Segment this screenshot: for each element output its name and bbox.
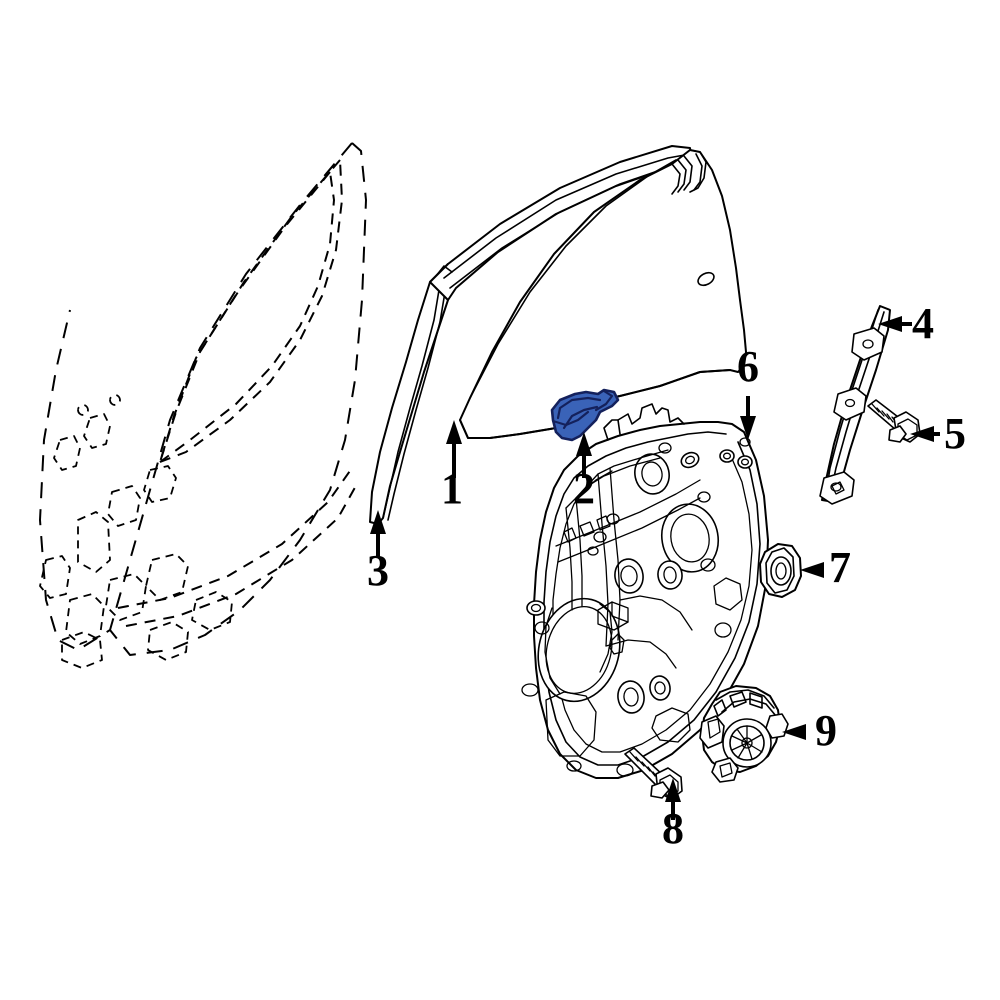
callout-number-5: 5 [944, 409, 966, 458]
callout-number-7: 7 [829, 543, 851, 592]
arrowhead-2 [576, 432, 592, 456]
window-regulator-motor [699, 685, 789, 783]
arrowhead-4 [878, 316, 902, 332]
guide-rail-bolt [867, 399, 921, 443]
arrowhead-8 [665, 778, 681, 802]
callout-number-3: 3 [367, 546, 389, 595]
door-shell-outline [39, 142, 367, 669]
callout-number-2: 2 [573, 464, 595, 513]
callout-number-9: 9 [815, 706, 837, 755]
arrowhead-5 [910, 426, 934, 442]
callout-number-6: 6 [737, 342, 759, 391]
callout-number-8: 8 [662, 804, 684, 853]
arrowhead-9 [782, 724, 806, 740]
callout-leaders [370, 316, 940, 820]
arrowhead-1 [446, 420, 462, 444]
arrowhead-3 [370, 510, 386, 534]
callout-number-group: 1 2 3 4 5 6 7 8 9 [367, 299, 966, 853]
arrowhead-7 [800, 562, 824, 578]
window-regulator-module-panel [521, 403, 769, 779]
arrowhead-6 [740, 416, 756, 440]
rear-glass-guide-rail [819, 305, 891, 505]
service-hole-grommet-plug [759, 543, 802, 598]
window-glass-guide-bracket-highlighted [550, 388, 620, 442]
callout-number-1: 1 [441, 464, 463, 513]
callout-number-4: 4 [912, 299, 934, 348]
